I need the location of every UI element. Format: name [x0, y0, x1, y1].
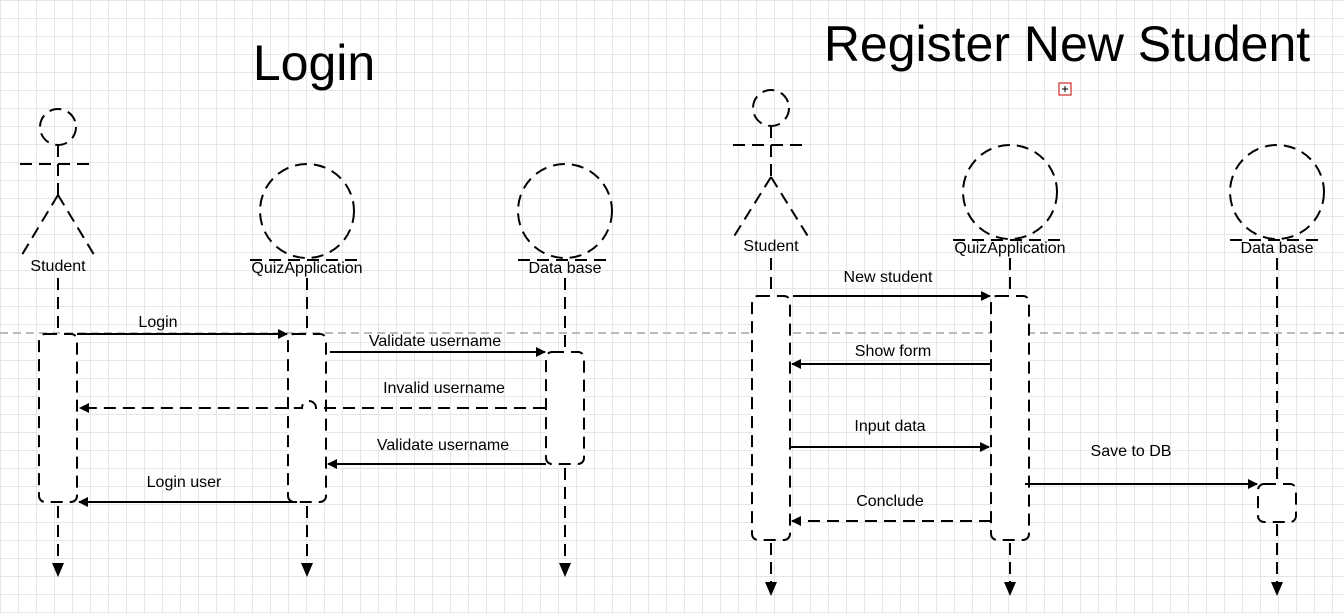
register-student-label: Student [743, 238, 799, 255]
register-msg-input-data-label: Input data [854, 418, 925, 435]
login-database-activation[interactable] [545, 351, 585, 465]
register-quizapp-entity[interactable] [953, 144, 1067, 241]
register-database-entity[interactable] [1229, 144, 1325, 241]
register-quizapp-label: QuizApplication [954, 240, 1065, 257]
login-quizapp-label: QuizApplication [251, 260, 362, 277]
actor-head [39, 108, 77, 146]
actor-right-leg [770, 176, 810, 239]
register-msg-conclude-label: Conclude [856, 493, 924, 510]
login-database-entity[interactable] [517, 163, 613, 261]
actor-head [752, 89, 790, 127]
register-msg-show-form-label: Show form [855, 343, 931, 360]
login-quizapp-activation[interactable] [287, 333, 327, 503]
login-msg-validate-return-label: Validate username [377, 437, 509, 454]
login-msg-invalid-arrow[interactable] [79, 400, 545, 413]
login-diagram: Login Student QuizApplication Data base [19, 35, 613, 577]
entity-circle [517, 163, 613, 259]
login-msg-login-label: Login [138, 314, 177, 331]
login-msg-login-user-label: Login user [147, 474, 222, 491]
login-title: Login [253, 35, 375, 91]
actor-right-leg [57, 194, 97, 259]
login-student-activation[interactable] [38, 333, 78, 503]
register-diagram: Register New Student Student QuizApplica… [732, 16, 1325, 596]
register-quizapp-activation[interactable] [990, 295, 1030, 541]
login-quizapp-entity[interactable] [250, 163, 364, 261]
register-database-activation[interactable] [1257, 483, 1297, 523]
register-msg-save-db-label: Save to DB [1091, 443, 1172, 460]
login-student-actor[interactable] [19, 108, 97, 259]
actor-left-leg [732, 176, 772, 239]
register-msg-new-student-label: New student [844, 269, 933, 286]
expand-marker-icon[interactable] [1058, 82, 1072, 96]
register-title: Register New Student [824, 16, 1310, 72]
entity-circle [962, 144, 1058, 240]
entity-circle [1229, 144, 1325, 240]
register-database-label: Data base [1241, 240, 1314, 257]
register-student-actor[interactable] [732, 89, 810, 239]
entity-circle [259, 163, 355, 259]
actor-left-leg [19, 194, 59, 259]
login-database-label: Data base [529, 260, 602, 277]
register-student-activation[interactable] [751, 295, 791, 541]
login-msg-validate-label: Validate username [369, 333, 501, 350]
login-student-label: Student [30, 258, 86, 275]
login-msg-invalid-label: Invalid username [383, 380, 505, 397]
